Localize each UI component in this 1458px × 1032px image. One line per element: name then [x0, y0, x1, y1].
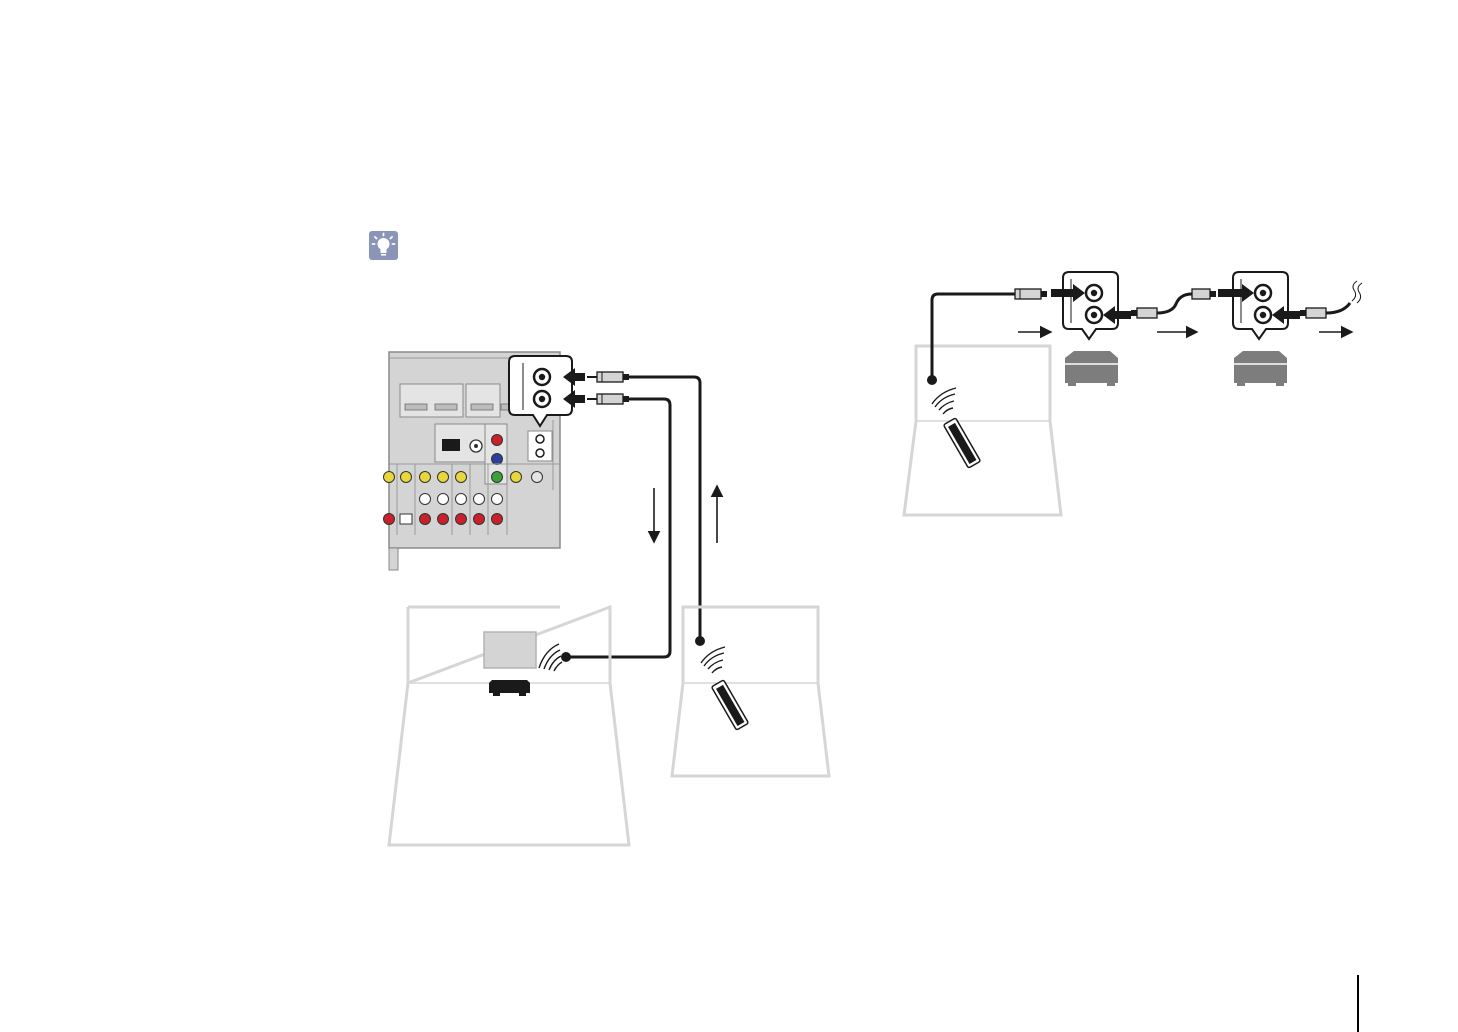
ir-wave-icon: [539, 644, 562, 671]
cable-continues-icon: [1352, 281, 1362, 303]
room-with-remote-right: [904, 346, 1061, 515]
ir-emitter-cable: [1326, 303, 1350, 313]
daisy-chain-connection: [904, 272, 1362, 515]
device-1-icon: [1065, 351, 1118, 386]
device-1-jacks-callout: [1051, 272, 1131, 339]
mini-plug-out-device-2: [1300, 308, 1326, 318]
mini-plug-in-device-2: [1192, 289, 1216, 299]
ir-wave-icon: [932, 388, 956, 414]
remote-control-icon: [711, 680, 748, 730]
mini-plug-out-device-1: [1131, 308, 1157, 318]
mini-plug-lower: [587, 394, 629, 404]
cable-to-ir-receiver: [629, 377, 700, 641]
receiver-to-ir-repeater-connection: [384, 352, 830, 845]
cable-to-device-1: [932, 294, 1015, 380]
remote-sensor-jacks-callout: [509, 356, 585, 426]
cable-device-1-to-device-2: [1157, 294, 1192, 313]
room-with-remote: [672, 607, 829, 776]
device-2-jacks-callout: [1218, 272, 1300, 339]
mini-plug-device-1: [1015, 289, 1047, 299]
device-2-icon: [1234, 351, 1287, 386]
room-with-tv: [389, 607, 629, 845]
remote-control-icon: [943, 418, 980, 468]
mini-plug-upper: [587, 372, 629, 382]
ir-wave-icon: [701, 647, 725, 673]
